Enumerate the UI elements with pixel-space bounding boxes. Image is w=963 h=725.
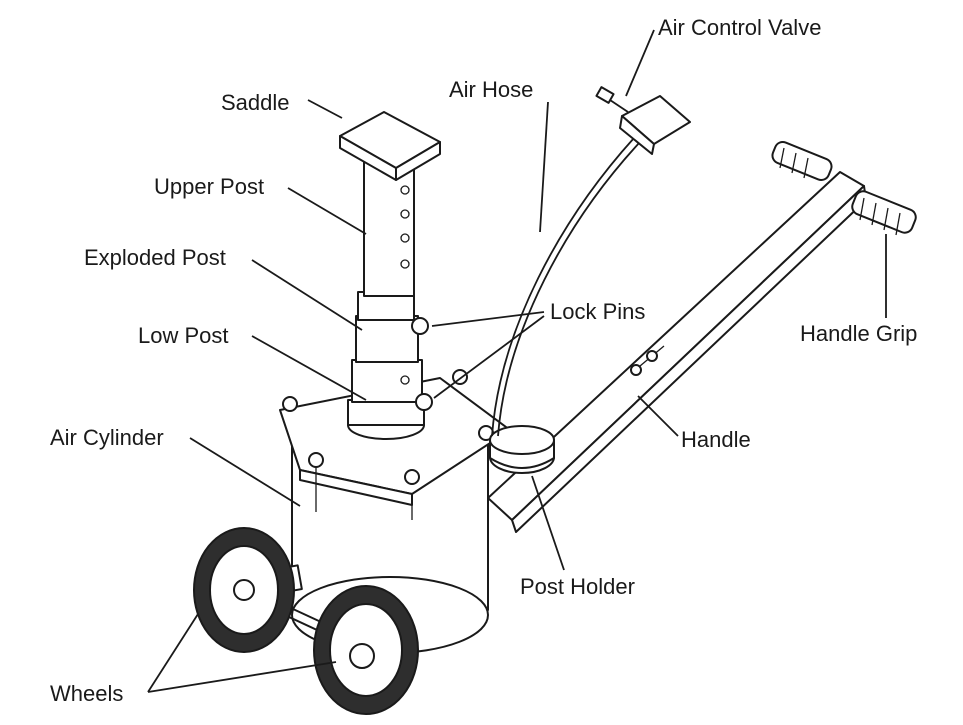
label-saddle: Saddle [221, 90, 290, 115]
label-wheels: Wheels [50, 681, 123, 706]
label-post-holder: Post Holder [520, 574, 635, 599]
handle-shaft [487, 171, 867, 533]
air-control-valve-icon [595, 86, 691, 155]
wheel-front [313, 585, 419, 715]
post-holder [489, 425, 555, 474]
lift-post [347, 151, 433, 440]
wheel-rear [193, 527, 295, 653]
air-hose [491, 137, 641, 437]
label-air-cylinder: Air Cylinder [50, 425, 164, 450]
label-handle-grip: Handle Grip [800, 321, 917, 346]
label-upper-post: Upper Post [154, 174, 264, 199]
label-handle: Handle [681, 427, 751, 452]
label-air-hose: Air Hose [449, 77, 533, 102]
label-air-control-valve: Air Control Valve [658, 15, 821, 40]
label-low-post: Low Post [138, 323, 229, 348]
handle-grip-icon [771, 140, 917, 236]
saddle [339, 111, 441, 181]
label-exploded-post: Exploded Post [84, 245, 226, 270]
label-lock-pins: Lock Pins [550, 299, 645, 324]
leader-lines [147, 29, 887, 693]
